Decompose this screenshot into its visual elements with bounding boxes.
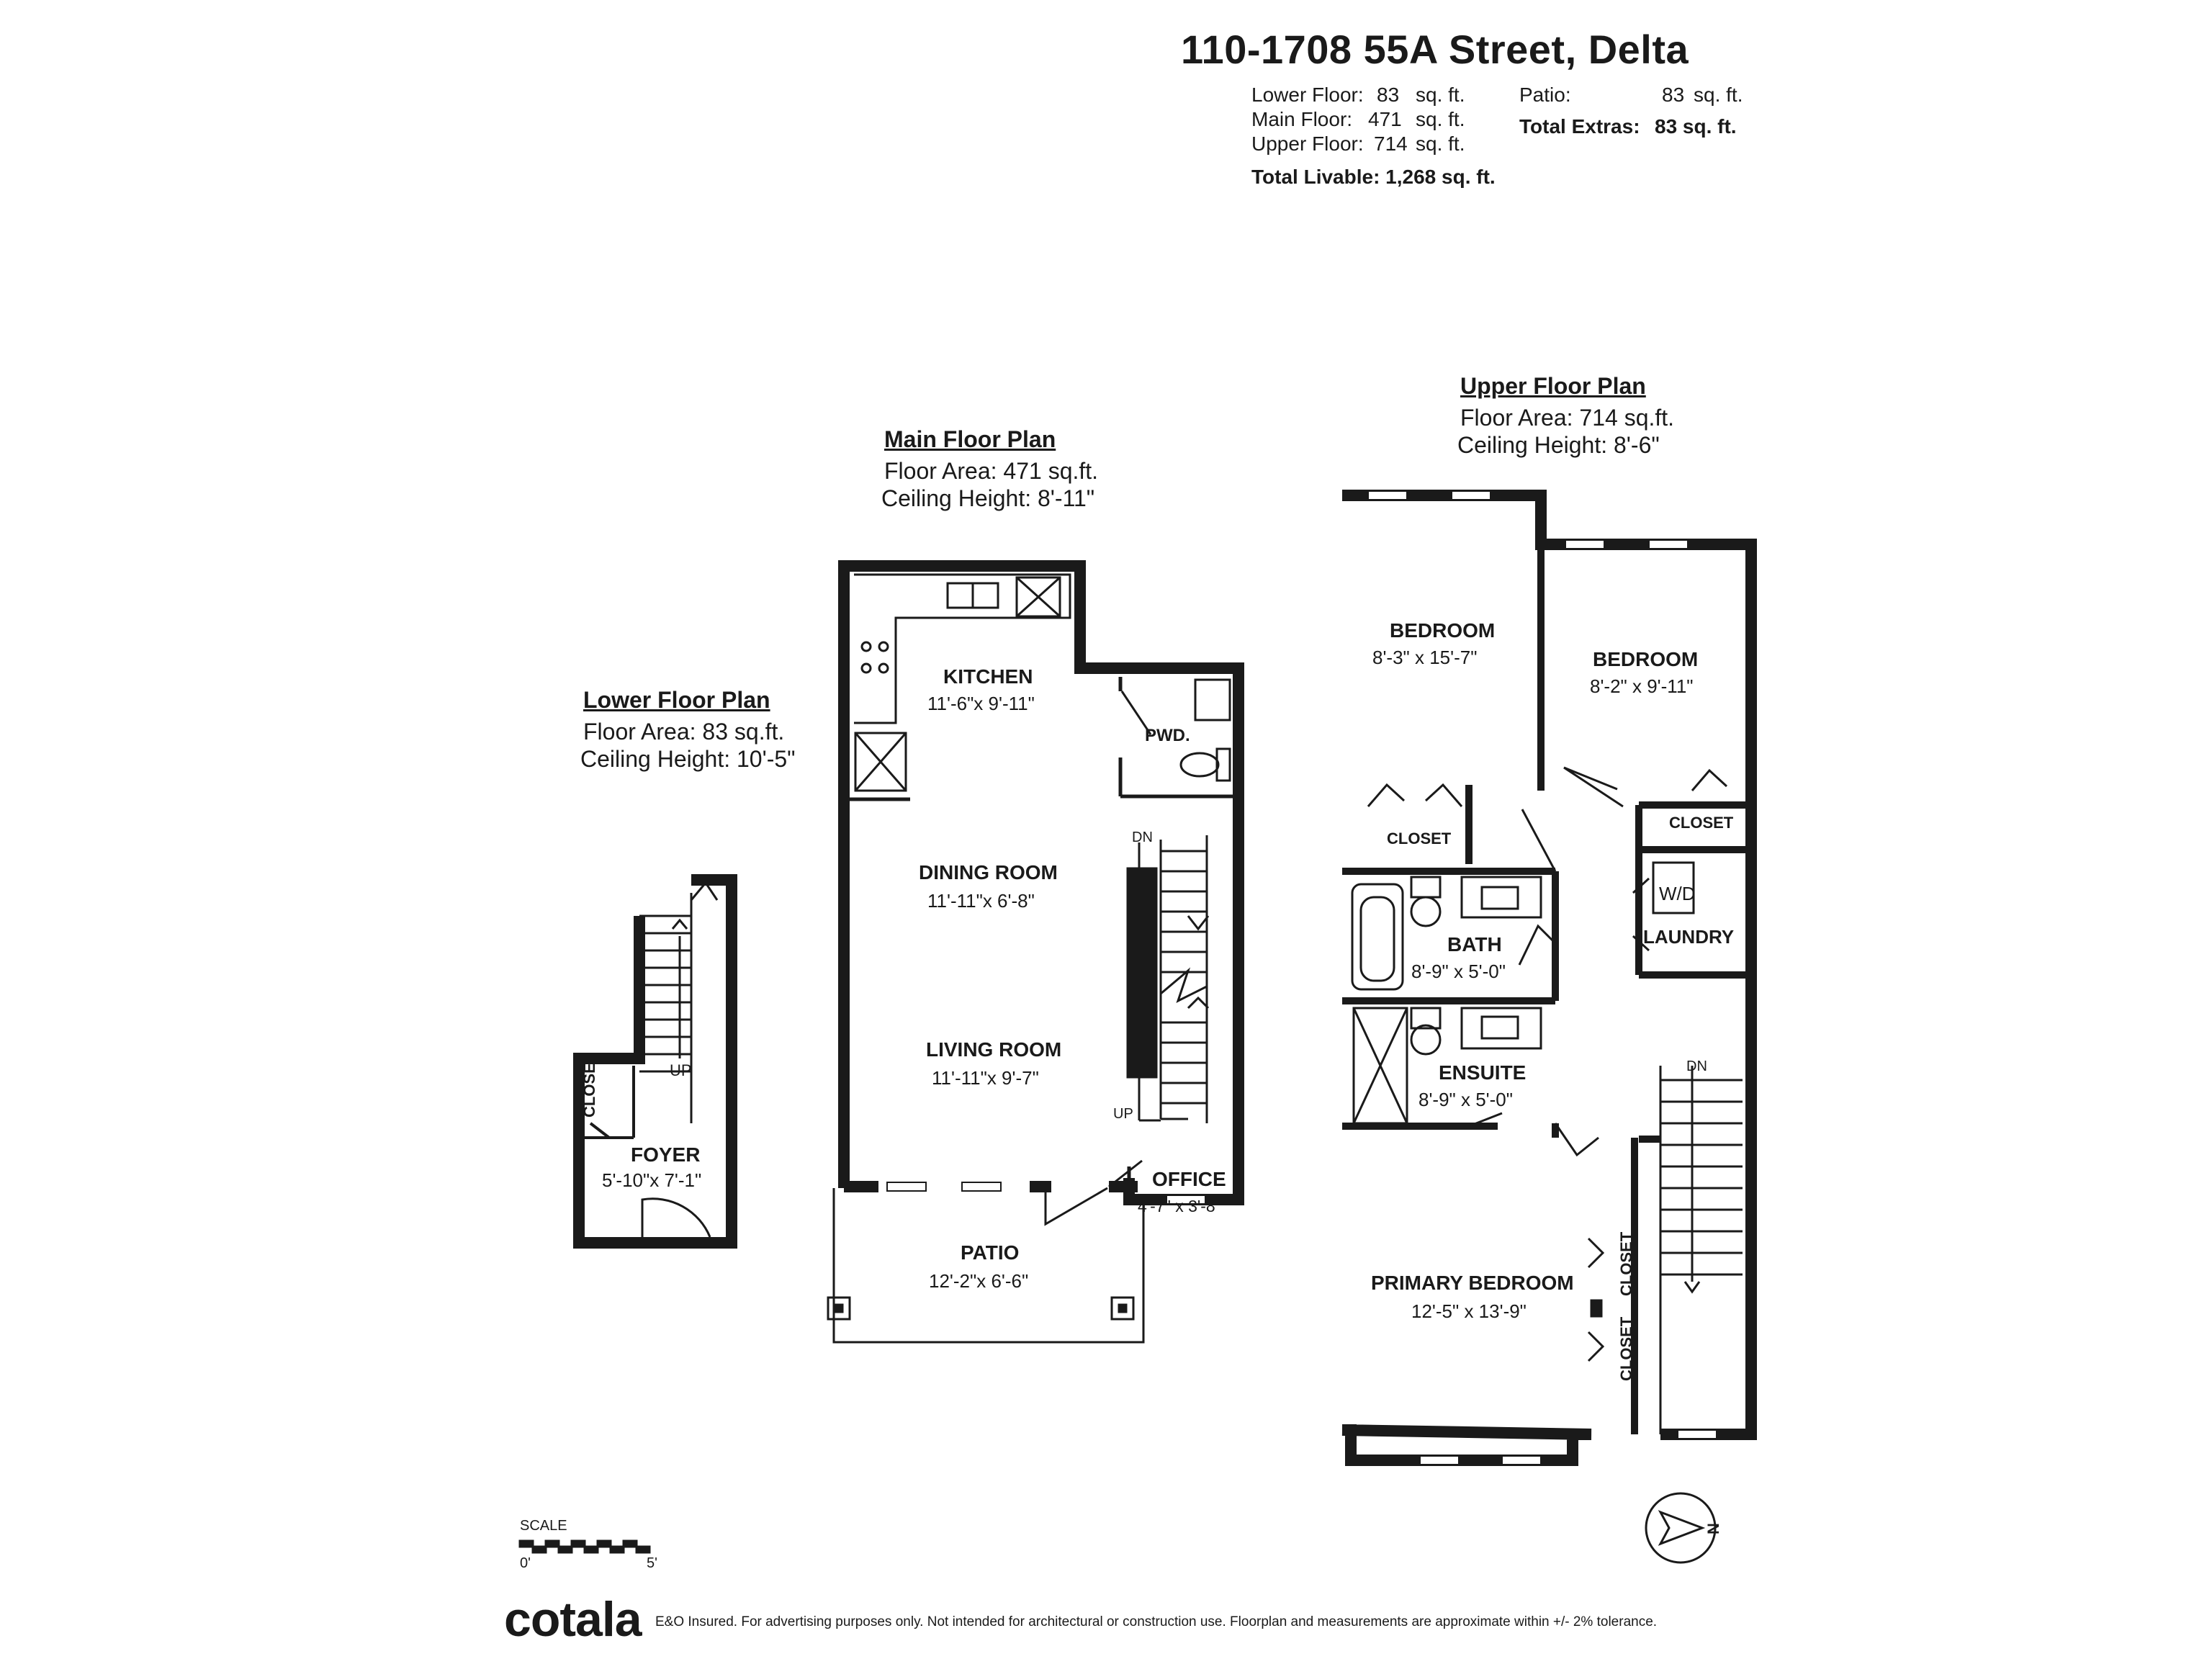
- total-extras-label: Total Extras:: [1519, 115, 1640, 138]
- room-kitchen-name: KITCHEN: [943, 665, 1033, 688]
- room-primary-bedroom-dim: 12'-5" x 13'-9": [1411, 1300, 1527, 1322]
- upper-plan-title: Upper Floor Plan: [1460, 373, 1646, 399]
- compass-icon: [1645, 1492, 1717, 1564]
- main-stairs: [1126, 835, 1210, 1123]
- scale-start: 0': [520, 1555, 531, 1571]
- room-patio-name: PATIO: [961, 1241, 1020, 1264]
- room-living-name: LIVING ROOM: [926, 1038, 1062, 1061]
- main-dn-label: DN: [1132, 830, 1153, 845]
- upper-fixtures: [1351, 861, 1695, 1125]
- lower-floor-walls: [573, 874, 737, 1249]
- upper-floor-walls: [1341, 490, 1757, 1466]
- total-livable: Total Livable: 1,268 sq. ft.: [1251, 166, 1496, 189]
- lower-up-label: UP: [670, 1061, 692, 1079]
- lower-stairs: [639, 881, 719, 1123]
- upper-doors: [1367, 766, 1728, 1362]
- area-label-lower: Lower Floor:: [1251, 84, 1364, 106]
- upper-dn-label: DN: [1686, 1058, 1707, 1074]
- total-livable-label: Total Livable:: [1251, 166, 1380, 188]
- lower-closet-label: CLOSET: [580, 1053, 598, 1118]
- washer-dryer-label: W/D: [1659, 883, 1696, 904]
- kitchen-counters: [854, 573, 1071, 792]
- upper-stairs: [1659, 1066, 1743, 1434]
- room-ensuite-name: ENSUITE: [1439, 1061, 1527, 1084]
- compass-north-label: N: [1704, 1523, 1722, 1534]
- property-address: 110-1708 55A Street, Delta: [1181, 27, 1689, 72]
- room-primary-bedroom-name: PRIMARY BEDROOM: [1371, 1272, 1574, 1294]
- area-label-upper: Upper Floor:: [1251, 132, 1364, 155]
- room-ensuite-dim: 8'-9" x 5'-0": [1419, 1089, 1513, 1110]
- disclaimer-text: E&O Insured. For advertising purposes on…: [655, 1614, 1658, 1629]
- lower-entry-door: [641, 1197, 711, 1243]
- room-bath-dim: 8'-9" x 5'-0": [1411, 961, 1506, 982]
- scale-label: SCALE: [520, 1518, 567, 1534]
- extra-unit-patio: sq. ft.: [1694, 84, 1743, 106]
- total-livable-value: 1,268 sq. ft.: [1385, 166, 1496, 188]
- closet-4-label: CLOSET: [1617, 1316, 1635, 1381]
- lower-plan-area: Floor Area: 83 sq.ft.: [583, 719, 785, 745]
- room-office-name: OFFICE: [1152, 1168, 1226, 1190]
- room-bedroom-1-name: BEDROOM: [1390, 619, 1496, 642]
- area-unit-main: sq. ft.: [1416, 108, 1465, 130]
- office-door: [1108, 1159, 1143, 1188]
- extra-label-patio: Patio:: [1519, 84, 1571, 106]
- main-plan-ceiling: Ceiling Height: 8'-11": [881, 485, 1095, 511]
- room-office-dim: 4'-7" x 3'-8": [1138, 1197, 1221, 1215]
- room-bath-name: BATH: [1447, 933, 1502, 956]
- room-bedroom-1-dim: 8'-3" x 15'-7": [1372, 647, 1478, 668]
- room-kitchen-dim: 11'-6"x 9'-11": [927, 693, 1035, 714]
- area-unit-lower: sq. ft.: [1416, 84, 1465, 106]
- area-value-upper: 714: [1374, 132, 1408, 155]
- area-label-main: Main Floor:: [1251, 108, 1353, 130]
- scale-bar: [518, 1539, 651, 1554]
- lower-closet-walls: [579, 1066, 635, 1139]
- closet-1-label: CLOSET: [1387, 830, 1452, 848]
- room-living-dim: 11'-11"x 9'-7": [932, 1067, 1039, 1089]
- lower-plan-title: Lower Floor Plan: [583, 687, 770, 713]
- upper-plan-ceiling: Ceiling Height: 8'-6": [1457, 432, 1660, 458]
- upper-plan-area: Floor Area: 714 sq.ft.: [1460, 405, 1675, 431]
- room-pwd-name: PWD.: [1145, 726, 1190, 745]
- scale-end: 5': [647, 1555, 657, 1571]
- main-plan-area: Floor Area: 471 sq.ft.: [884, 458, 1099, 484]
- room-bedroom-2-dim: 8'-2" x 9'-11": [1590, 675, 1694, 697]
- room-dining-name: DINING ROOM: [919, 861, 1058, 884]
- closet-3-label: CLOSET: [1617, 1231, 1635, 1296]
- main-floor-walls: [838, 560, 1244, 1205]
- room-patio-dim: 12'-2"x 6'-6": [929, 1270, 1029, 1292]
- room-laundry-name: LAUNDRY: [1643, 926, 1735, 948]
- lower-plan-ceiling: Ceiling Height: 10'-5": [580, 746, 796, 772]
- room-bedroom-2-name: BEDROOM: [1593, 648, 1699, 670]
- area-value-main: 471: [1368, 108, 1402, 130]
- windows: [886, 490, 1717, 1465]
- brand-logo: cotala: [504, 1592, 642, 1647]
- closet-2-label: CLOSET: [1669, 814, 1734, 832]
- area-unit-upper: sq. ft.: [1416, 132, 1465, 155]
- room-foyer-name: FOYER: [631, 1143, 701, 1166]
- main-up-label: UP: [1113, 1106, 1133, 1122]
- patio: [827, 1187, 1145, 1344]
- main-plan-title: Main Floor Plan: [884, 426, 1056, 452]
- pwd-fixtures: [1120, 678, 1231, 782]
- main-interior-walls: [844, 677, 1238, 1200]
- extra-value-patio: 83: [1662, 84, 1685, 106]
- room-foyer-dim: 5'-10"x 7'-1": [602, 1169, 702, 1191]
- area-value-lower: 83: [1377, 84, 1400, 106]
- total-extras-value: 83 sq. ft.: [1655, 115, 1737, 138]
- room-dining-dim: 11'-11"x 6'-8": [927, 890, 1035, 912]
